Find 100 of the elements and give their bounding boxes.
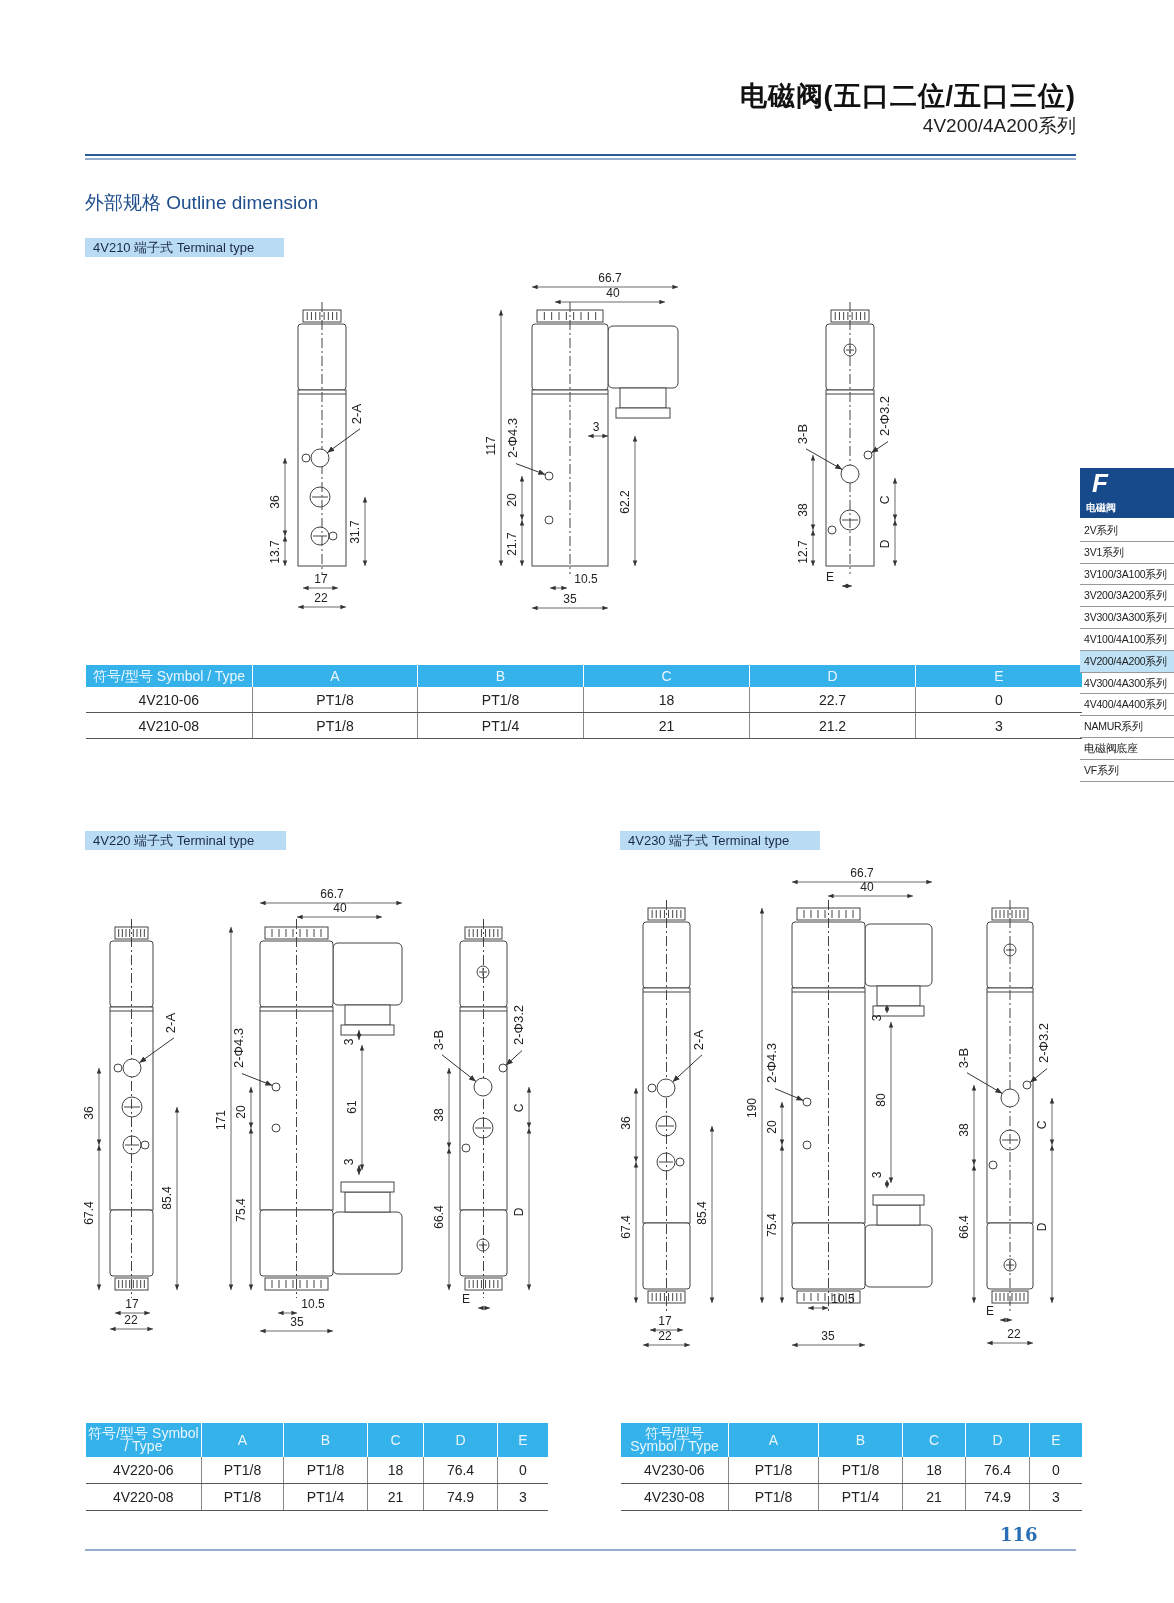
table-cell: 4V230-08 [620, 1483, 729, 1511]
dimension-label: 117 [484, 436, 499, 456]
dimension-label: D [1035, 1222, 1050, 1232]
dimension-label: 10.5 [574, 572, 598, 587]
page-title: 电磁阀(五口二位/五口三位) [739, 80, 1076, 113]
dimension-label: C [1035, 1120, 1050, 1130]
callout-label: 2-A [691, 1029, 707, 1051]
table-cell: 3 [1029, 1483, 1082, 1511]
port-hole [498, 1063, 508, 1073]
dimension-label: 17 [125, 1297, 139, 1312]
leader-line [1029, 1068, 1048, 1083]
leader-line [441, 1054, 477, 1082]
port-hole [656, 1078, 676, 1098]
dimension-label: 40 [333, 901, 347, 916]
header-cell: C [583, 665, 750, 687]
dimension-label: 36 [619, 1116, 634, 1130]
leader-line [515, 463, 546, 476]
menu-item: VF系列 [1080, 759, 1174, 782]
menu-item: NAMUR系列 [1080, 716, 1174, 738]
table-cell: PT1/8 [201, 1457, 284, 1484]
header-cell: E [497, 1423, 548, 1457]
leader-line [241, 1073, 273, 1087]
port-hole [840, 464, 860, 484]
dimension-label: 66.4 [432, 1205, 447, 1229]
dimension-label: 12.7 [796, 540, 811, 564]
menu-item: 4V400/4A400系列 [1080, 694, 1174, 717]
menu-item: 3V100/3A100系列 [1080, 563, 1174, 586]
table-cell: 0 [1029, 1457, 1082, 1484]
port-hole [310, 448, 330, 468]
table-cell: 76.4 [423, 1457, 498, 1484]
table-cell: PT1/8 [283, 1457, 368, 1484]
table-cell: PT1/8 [417, 687, 584, 713]
leader-line [966, 1072, 1003, 1094]
callout-label: 2-A [163, 1012, 179, 1034]
dimension-label: 38 [957, 1123, 972, 1137]
table-cell: PT1/4 [283, 1483, 368, 1511]
table-cell: PT1/8 [728, 1457, 819, 1484]
dimension-label: 22 [314, 591, 328, 606]
leader-line [774, 1088, 804, 1101]
dimension-label: 17 [658, 1314, 672, 1329]
callout-label: 2-A [349, 403, 365, 425]
subtitle: 4V200/4A200系列 [922, 114, 1076, 138]
menu-item: 4V200/4A200系列 [1080, 650, 1174, 673]
callout-label: 3-B [431, 1029, 447, 1051]
leader-line [326, 428, 361, 454]
table-cell: PT1/8 [818, 1457, 903, 1484]
dimension-label: 80 [874, 1093, 889, 1107]
dimension-label: 22 [124, 1313, 138, 1328]
table-cell: 21.2 [749, 712, 916, 739]
header-cell: A [252, 665, 418, 687]
dimension-label: 10.5 [301, 1297, 325, 1312]
callout-label: 2-Φ3.2 [511, 1005, 527, 1045]
menu-item: 4V100/4A100系列 [1080, 629, 1174, 651]
table-cell: 21 [902, 1483, 966, 1511]
header-cell: 符号/型号 Symbol / Type [85, 1423, 202, 1457]
dimension-label: 20 [505, 493, 520, 507]
dimension-label: 13.7 [268, 540, 283, 564]
dimension-label: 20 [765, 1120, 780, 1134]
header-cell: C [902, 1423, 966, 1457]
header-cell: A [728, 1423, 819, 1457]
dimension-label: E [826, 570, 834, 585]
leader-line [672, 1054, 703, 1083]
table-cell: 4V210-08 [85, 712, 253, 739]
dimension-label: 75.4 [234, 1198, 249, 1222]
dimension-label: 3 [342, 1038, 357, 1046]
table-cell: 22.7 [749, 687, 916, 713]
menu-item: 3V1系列 [1080, 541, 1174, 564]
table-cell: PT1/8 [201, 1483, 284, 1511]
page-number: 116 [1000, 1524, 1038, 1545]
dimension-label: 20 [234, 1105, 249, 1119]
header-cell: 符号/型号 Symbol / Type [85, 665, 253, 687]
dimension-label: 85.4 [160, 1186, 175, 1210]
dimension-label: 66.4 [957, 1215, 972, 1239]
dimension-label: 17 [314, 572, 328, 587]
dimension-label: 3 [342, 1158, 357, 1166]
table-cell: 3 [497, 1483, 548, 1511]
header-cell: D [965, 1423, 1030, 1457]
dimension-label: E [462, 1292, 470, 1307]
callout-label: 2-Φ4.3 [505, 418, 521, 458]
leader-line [505, 1050, 523, 1066]
dimension-label: E [986, 1304, 994, 1319]
dimension-label: 75.4 [765, 1213, 780, 1237]
table-cell: 18 [583, 687, 750, 713]
dimension-label: 22 [658, 1329, 672, 1344]
dimension-label: D [512, 1207, 527, 1217]
port-hole [802, 1097, 812, 1107]
dimension-label: 67.4 [619, 1215, 634, 1239]
dimension-label: 171 [214, 1110, 229, 1130]
dimension-label: 36 [82, 1106, 97, 1120]
table-cell: 18 [367, 1457, 424, 1484]
leader-line [138, 1037, 175, 1064]
callout-label: 2-Φ4.3 [231, 1028, 247, 1068]
dimension-label: 31.7 [348, 520, 363, 544]
dimension-label: 10.5 [831, 1292, 855, 1307]
dimension-label: 66.7 [598, 271, 622, 286]
dimension-label: D [878, 539, 893, 549]
menu-item: 2V系列 [1080, 520, 1174, 542]
callout-label: 2-Φ3.2 [1036, 1023, 1052, 1063]
header-cell: D [423, 1423, 498, 1457]
dimension-label: 38 [432, 1108, 447, 1122]
